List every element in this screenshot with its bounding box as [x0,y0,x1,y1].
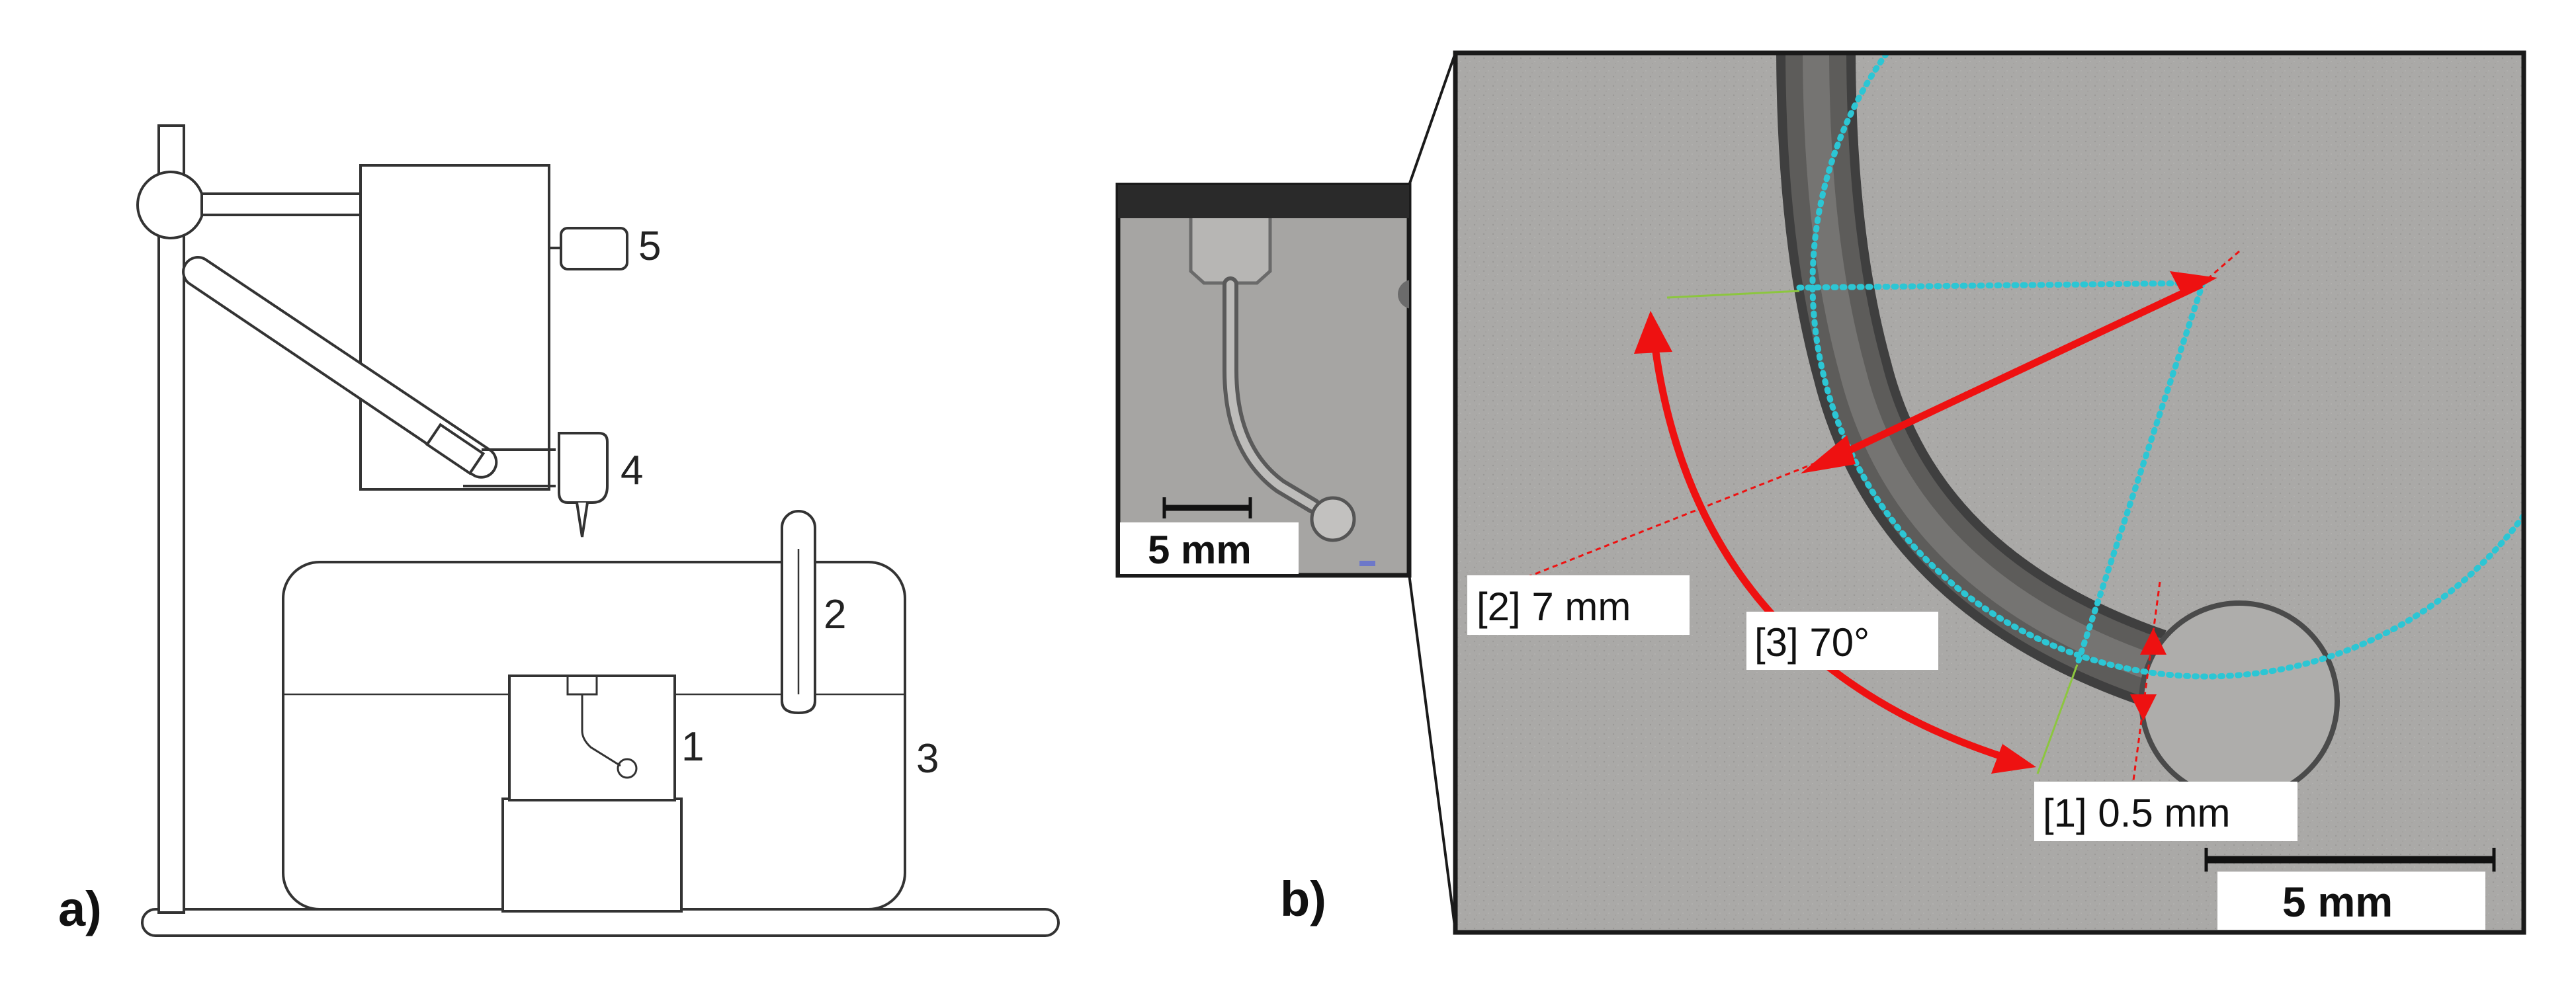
sample-stand [501,798,683,913]
clamp-boss [136,171,205,239]
label-5: 5 [638,224,661,269]
angle-arrow [1650,337,2016,764]
width-arrow-bottom [2130,694,2157,721]
zoom-line-top [1408,52,1457,186]
radius-guide-dashed [1514,462,1817,583]
label-1: 1 [681,724,704,770]
component-5-box [560,227,628,270]
label-4: 4 [621,448,643,493]
setup-schematic [136,124,1060,937]
mold-cavity [617,758,638,779]
mold-channel [581,694,621,767]
guide-line-top [1666,290,1800,299]
main-scale-label: 5 mm [2282,878,2393,926]
panel-b-label: b) [1280,872,1326,926]
inset-cavity [1310,496,1356,542]
inset-photo: 5 mm [1115,183,1412,578]
radial-line-diagonal [2074,280,2206,668]
nozzle-unit [558,432,609,504]
guide-line-bottom [2036,664,2079,774]
annotation-radius-text: [2] 7 mm [1477,585,1631,629]
fitted-arc-dotted [1809,53,2524,680]
radial-line-horizontal [1796,280,2206,291]
width-arrow-top [2140,628,2167,655]
radius-arrow [1814,281,2204,470]
base-plate [141,908,1060,937]
stand-pole [157,124,185,914]
support-arm [200,192,365,216]
label-2: 2 [824,592,846,637]
width-guide-dashed [2132,581,2161,781]
annotation-width-text: [1] 0.5 mm [2043,791,2230,835]
annotation-angle: [3] 70° [1746,612,1938,670]
main-cavity [2139,600,2340,801]
sample-mold [508,675,676,801]
annotation-width: [1] 0.5 mm [2034,782,2297,841]
label-3: 3 [916,736,939,782]
nozzle-tip [576,502,589,538]
zoom-line-bottom [1408,573,1457,932]
main-photo: 5 mm [1453,50,2526,935]
panel-a-label: a) [58,881,102,936]
annotation-angle-text: [3] 70° [1754,620,1869,665]
inset-scale-label: 5 mm [1148,528,1252,572]
annotation-radius: [2] 7 mm [1467,575,1690,635]
